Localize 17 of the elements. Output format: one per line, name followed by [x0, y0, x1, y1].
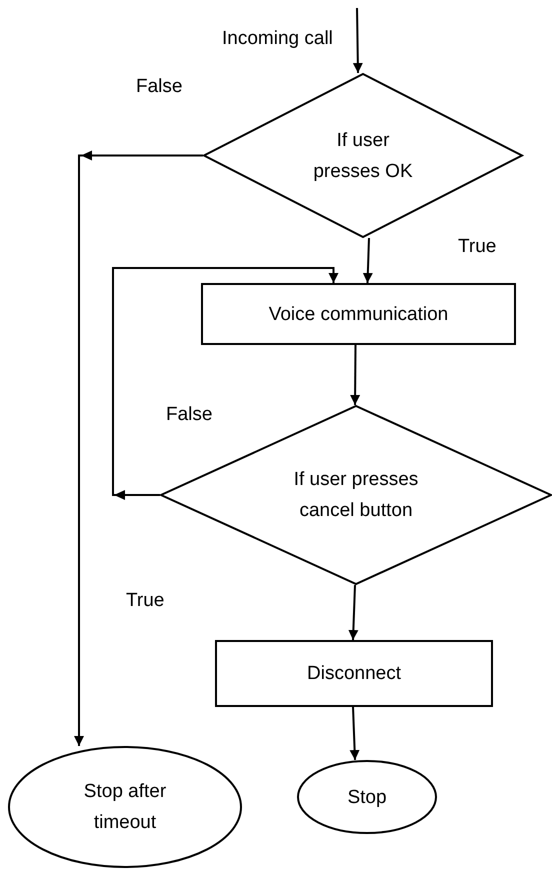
node-text: Stop after timeout — [82, 780, 168, 835]
edge-label: Incoming call — [222, 28, 333, 50]
process-box — [215, 640, 493, 707]
process-box — [201, 283, 516, 345]
branch-label: True — [126, 590, 164, 612]
decision-diamond — [203, 73, 523, 238]
node-text: Voice communication — [268, 302, 450, 326]
edge-label: False — [166, 404, 212, 426]
node-text: Disconnect — [306, 662, 402, 686]
decision-diamond — [160, 405, 552, 585]
node-text: Stop — [346, 786, 388, 810]
edge-label: True — [458, 236, 496, 258]
node-text: If user presses OK — [312, 128, 414, 184]
terminal-ellipse — [8, 746, 242, 868]
edge-label: False — [136, 76, 182, 98]
node-text: If user presses cancel button — [292, 468, 420, 523]
terminal-ellipse — [297, 760, 437, 834]
